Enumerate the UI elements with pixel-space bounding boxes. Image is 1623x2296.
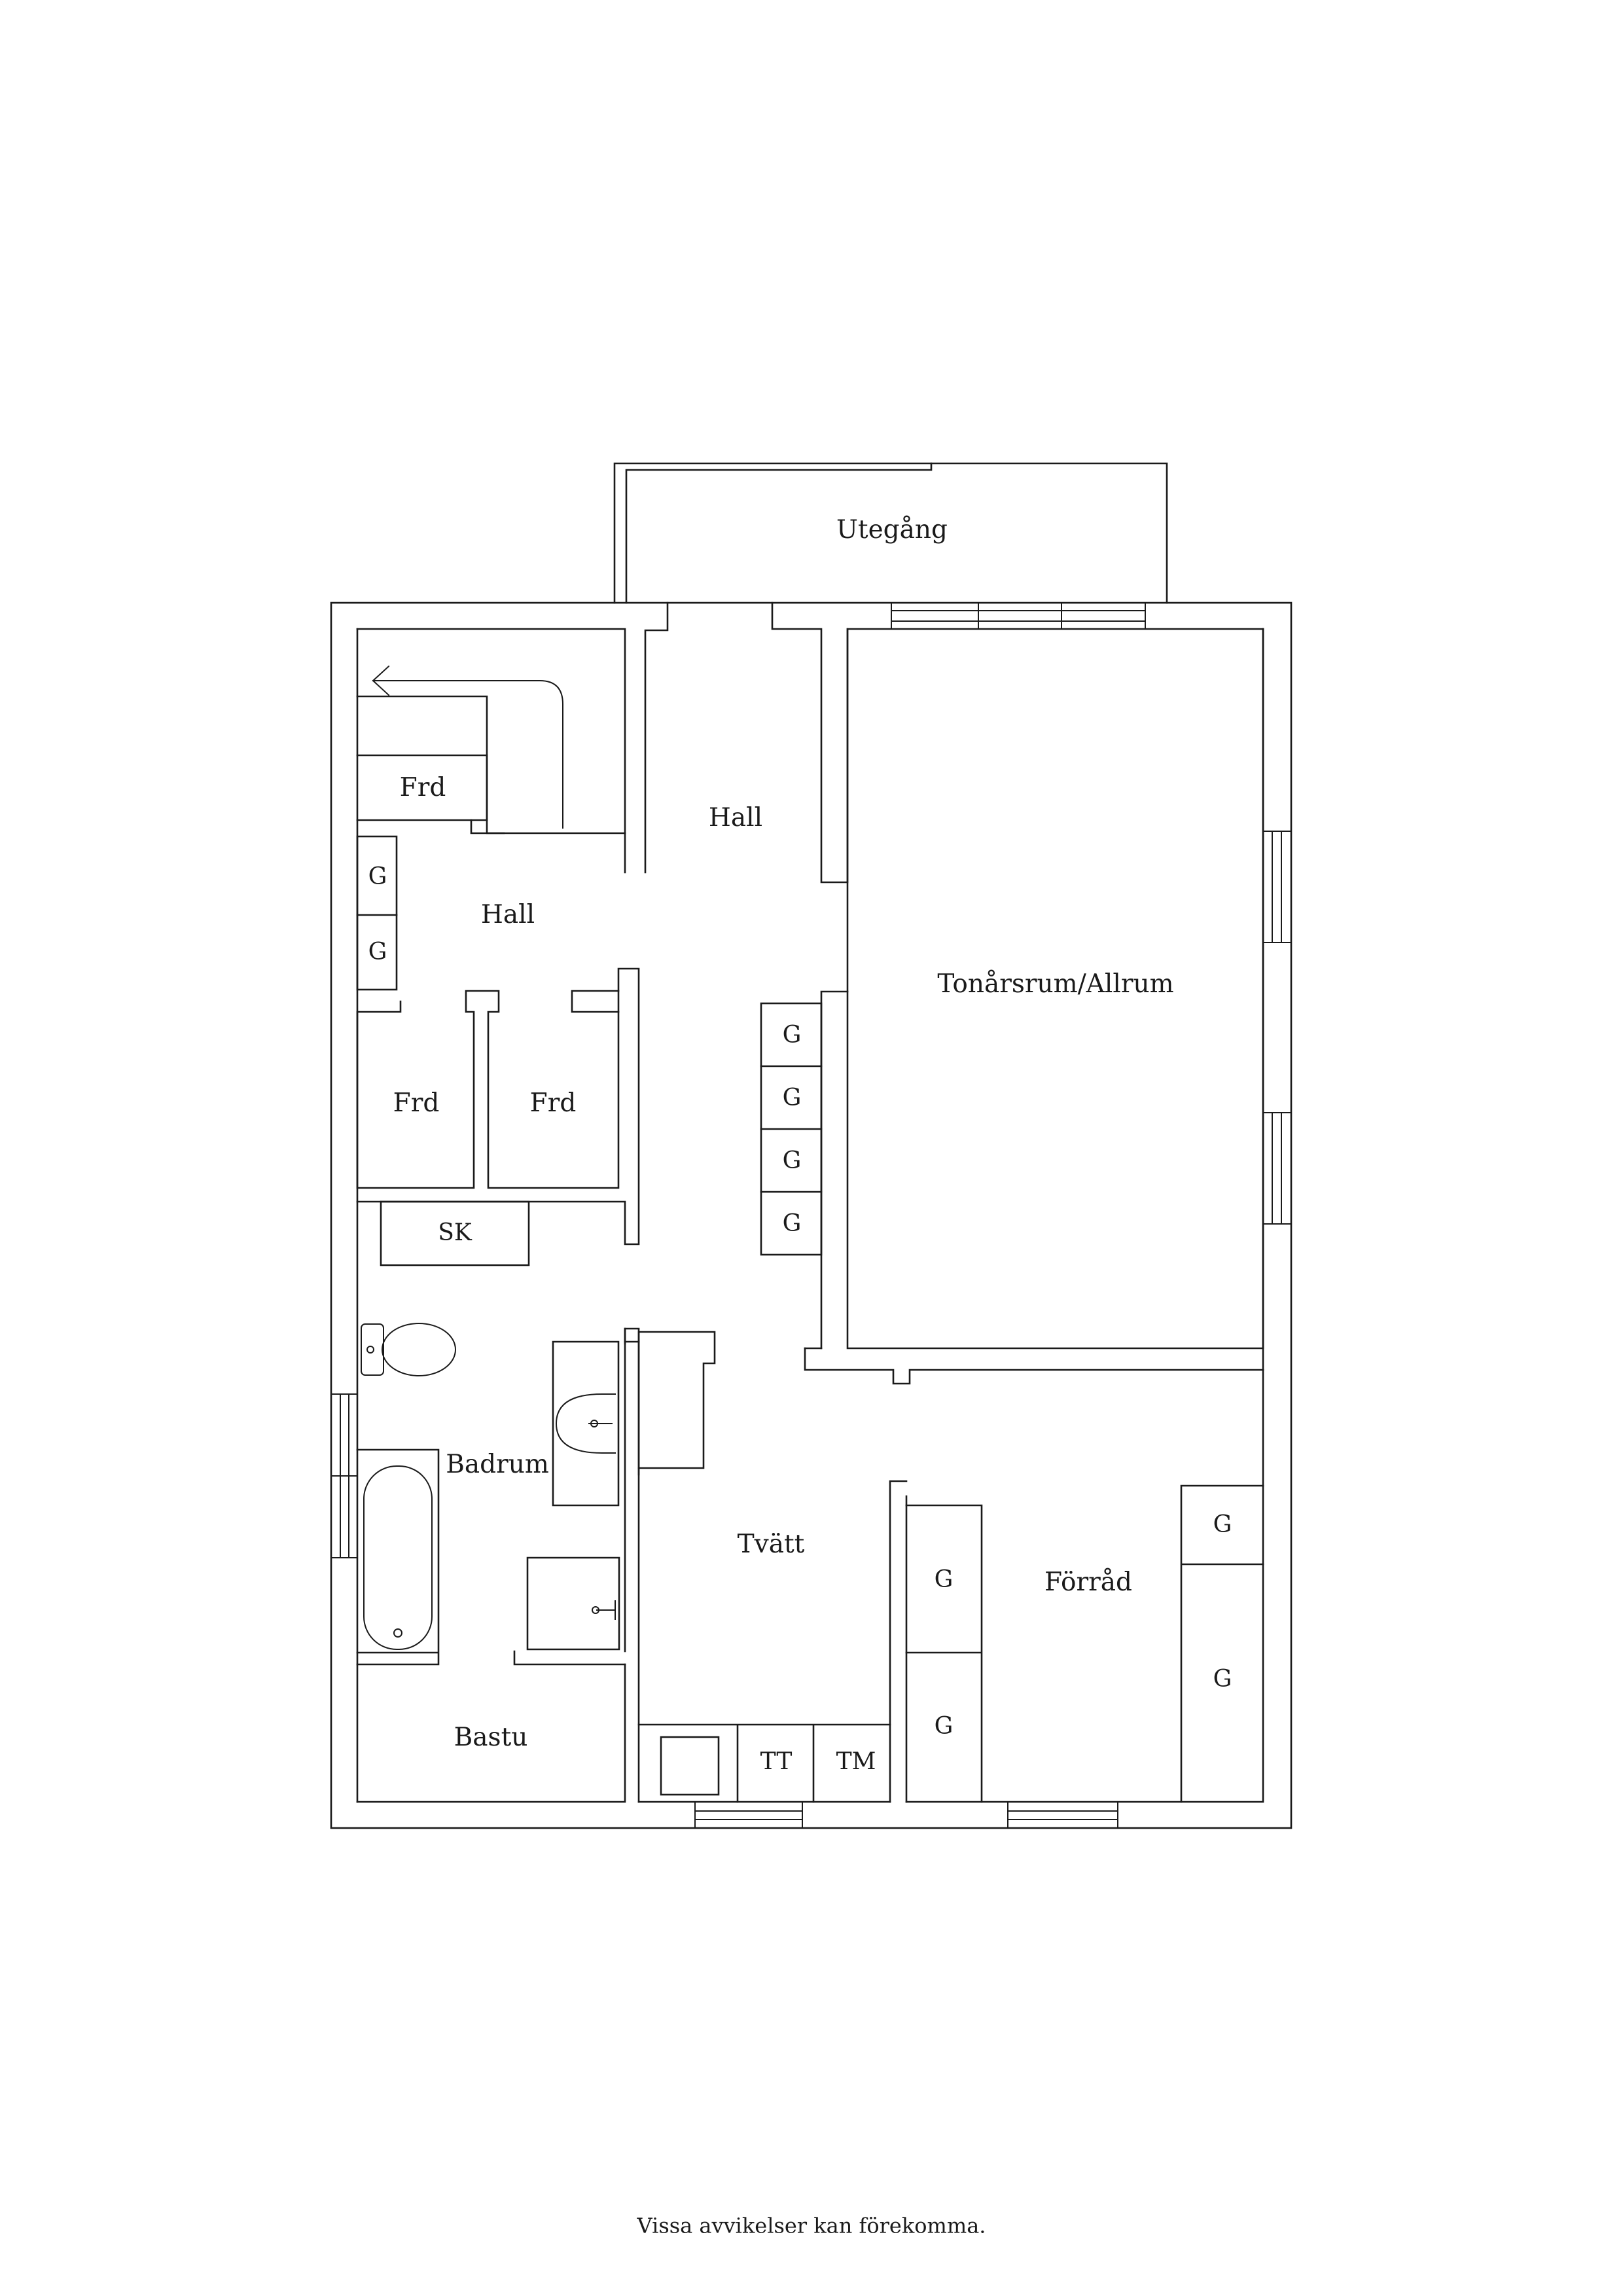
- disclaimer: Vissa avvikelser kan förekomma.: [637, 2214, 986, 2238]
- wardrobe-label: G: [1213, 1511, 1232, 1538]
- room-label-frd-3: Frd: [530, 1088, 577, 1118]
- frd-2-3-wall: [356, 967, 640, 1246]
- room-labels: Utegång Hall Hall Frd Frd Frd Tonårsrum/…: [393, 515, 1174, 1752]
- frd-1-wall: [356, 754, 505, 834]
- outer-wall: [330, 601, 1293, 1829]
- g-column-forrad-right: [1180, 1484, 1264, 1803]
- room-label-frd-1: Frd: [400, 773, 446, 802]
- wardrobe-label: G: [1213, 1666, 1232, 1693]
- teen-room-west-wall: [820, 990, 849, 1350]
- fixture-labels: G G G G G G SK TT TM G G G G: [368, 863, 1232, 1775]
- room-label-frd-2: Frd: [393, 1088, 440, 1118]
- sink-icon: [555, 1393, 616, 1454]
- hall-door-jamb-right: [771, 601, 1264, 884]
- window-icon: [1007, 1801, 1118, 1829]
- wardrobe-label: G: [368, 939, 387, 965]
- entrance-wall-left: [613, 462, 933, 604]
- window-icon: [1262, 1112, 1292, 1225]
- laundry-sink-icon: [660, 1736, 720, 1796]
- room-label-badrum: Badrum: [446, 1450, 549, 1479]
- room-label-hall-lower: Hall: [481, 900, 535, 929]
- forrad-top-wall: [804, 1347, 1264, 1385]
- sk-cabinet: [380, 1200, 530, 1266]
- wardrobe-label: G: [935, 1713, 954, 1740]
- wardrobe-label: G: [783, 1085, 802, 1111]
- bastu-wall: [356, 1663, 626, 1803]
- inner-wall-top-left: [356, 628, 626, 874]
- tt-label: TT: [760, 1748, 793, 1775]
- tm-label: TM: [836, 1748, 876, 1775]
- shower-head-icon: [592, 1600, 616, 1620]
- sink-counter: [552, 1340, 620, 1507]
- bottom-inner-wall: [637, 1369, 1264, 1803]
- room-label-bastu: Bastu: [454, 1723, 528, 1752]
- g-column-center-dividers: [760, 1065, 823, 1193]
- room-label-tvatt: Tvätt: [738, 1530, 805, 1559]
- room-label-utegang: Utegång: [836, 515, 948, 545]
- windows: [330, 602, 1292, 1829]
- g-column-forrad-left: [905, 1504, 983, 1803]
- hall-door-jamb-left: [644, 601, 669, 874]
- walls: [330, 462, 1293, 1829]
- window-icon: [1262, 831, 1292, 943]
- wardrobe-label: G: [783, 1210, 802, 1237]
- fixtures: [361, 1323, 616, 1650]
- wardrobe-label: G: [783, 1147, 802, 1174]
- shower-icon: [526, 1556, 620, 1651]
- tvatt-forrad-wall: [889, 1480, 908, 1803]
- laundry-nib: [624, 1331, 716, 1469]
- window-icon: [330, 1393, 358, 1558]
- window-icon: [891, 602, 1146, 630]
- wardrobe-label: G: [783, 1022, 802, 1049]
- wardrobe-label: G: [368, 863, 387, 890]
- bathtub-wall: [356, 1448, 626, 1666]
- room-label-tonarsrum: Tonårsrum/Allrum: [937, 969, 1173, 999]
- window-icon: [694, 1801, 803, 1829]
- frd-3-jamb: [571, 990, 620, 1013]
- laundry-bench: [637, 1723, 891, 1803]
- stair-arrow-icon: [372, 680, 563, 829]
- bath-wall-top: [624, 1327, 640, 1476]
- entrance-wall-right: [930, 462, 1168, 604]
- stair-arrow-head: [372, 665, 390, 696]
- toilet-icon: [361, 1323, 456, 1376]
- room-label-forrad: Förråd: [1044, 1568, 1132, 1597]
- room-label-hall-upper: Hall: [709, 803, 762, 833]
- bathtub-icon: [363, 1465, 433, 1650]
- stair-wall: [356, 695, 626, 834]
- wardrobe-label: G: [935, 1566, 954, 1593]
- sk-label: SK: [438, 1219, 473, 1246]
- g-column-left: [356, 835, 398, 991]
